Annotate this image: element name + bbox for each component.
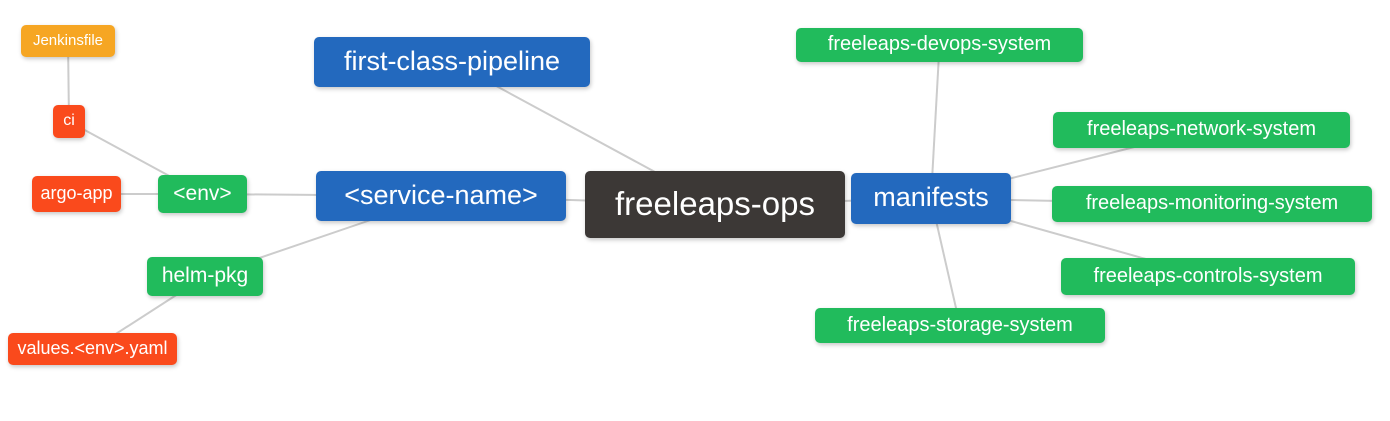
node-label: manifests <box>873 182 989 212</box>
node-label: freeleaps-network-system <box>1087 118 1316 140</box>
node-jenkinsfile[interactable]: Jenkinsfile <box>21 25 115 57</box>
node-storage[interactable]: freeleaps-storage-system <box>815 308 1105 343</box>
node-devops[interactable]: freeleaps-devops-system <box>796 28 1083 62</box>
node-label: freeleaps-monitoring-system <box>1085 192 1339 214</box>
node-label: Jenkinsfile <box>32 31 104 49</box>
node-label: ci <box>63 111 75 129</box>
node-helm-pkg[interactable]: helm-pkg <box>147 257 263 296</box>
node-ops[interactable]: freeleaps-ops <box>585 171 845 238</box>
node-controls[interactable]: freeleaps-controls-system <box>1061 258 1355 295</box>
node-argo-app[interactable]: argo-app <box>32 176 121 212</box>
node-label: values.<env>.yaml <box>17 338 168 358</box>
node-label: freeleaps-controls-system <box>1093 264 1323 287</box>
node-manifests[interactable]: manifests <box>851 173 1011 224</box>
node-env[interactable]: <env> <box>158 175 247 213</box>
node-network[interactable]: freeleaps-network-system <box>1053 112 1350 148</box>
node-label: argo-app <box>40 183 113 203</box>
node-label: first-class-pipeline <box>343 45 561 76</box>
node-label: <env> <box>173 181 232 205</box>
node-values[interactable]: values.<env>.yaml <box>8 333 177 365</box>
node-label: freeleaps-devops-system <box>827 33 1052 55</box>
node-label: freeleaps-ops <box>615 185 815 222</box>
node-label: freeleaps-storage-system <box>847 313 1073 336</box>
node-ci[interactable]: ci <box>53 105 85 138</box>
node-pipeline[interactable]: first-class-pipeline <box>314 37 590 87</box>
node-service[interactable]: <service-name> <box>316 171 566 221</box>
node-label: helm-pkg <box>161 264 249 287</box>
node-monitoring[interactable]: freeleaps-monitoring-system <box>1052 186 1372 222</box>
edge-manifests-devops <box>930 44 941 199</box>
node-label: <service-name> <box>344 179 538 210</box>
